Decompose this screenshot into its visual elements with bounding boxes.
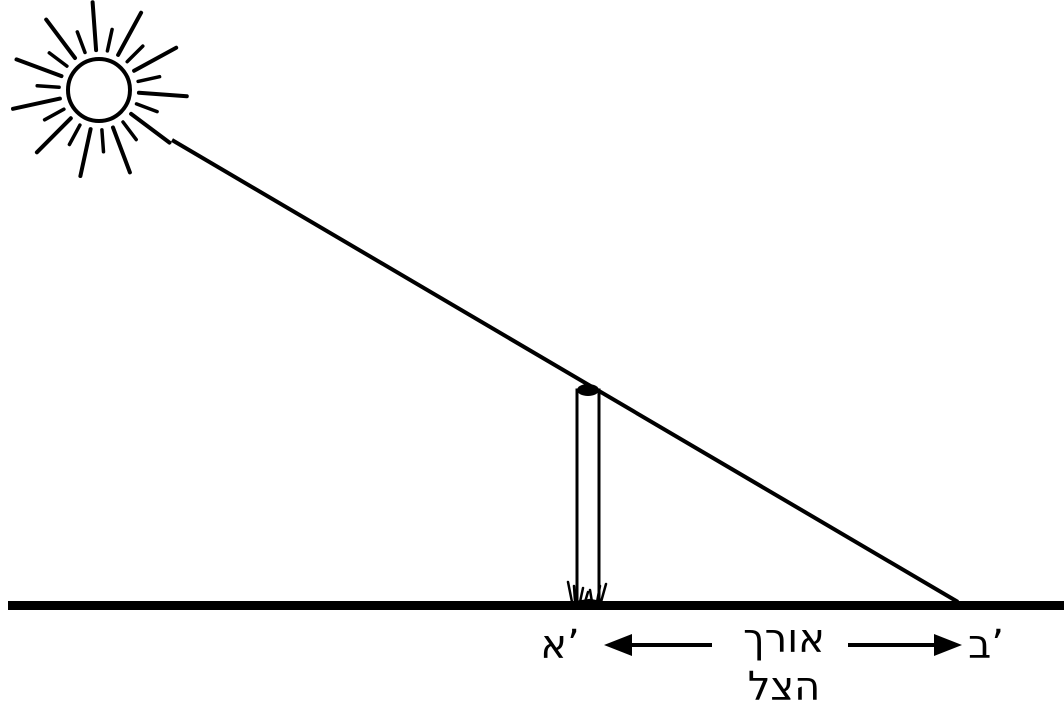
point-a-label: א’	[540, 622, 579, 668]
sun-ray-line	[172, 140, 958, 602]
sun-ray	[134, 48, 176, 71]
sun-ray	[123, 122, 136, 140]
sun-ray	[49, 53, 67, 66]
arrow-right-icon	[848, 634, 962, 656]
sun-ray	[13, 99, 60, 109]
sun-ray	[118, 13, 141, 55]
shadow-length-label-line2: הצל	[748, 664, 821, 706]
sun-ray	[77, 32, 85, 53]
sun-ray	[17, 59, 62, 76]
point-b-label: ב’	[968, 622, 1004, 668]
sun-ray	[138, 77, 160, 82]
sun-ray	[80, 129, 90, 176]
sun-ray	[107, 29, 112, 51]
sun-ray	[102, 130, 104, 152]
sun-ray	[127, 46, 143, 62]
arrow-left-icon	[604, 634, 712, 656]
sun-ray	[93, 2, 97, 50]
sun-ray	[113, 128, 130, 173]
sun-icon	[13, 2, 187, 176]
sun-ray	[37, 118, 71, 152]
ground-line	[8, 601, 1064, 610]
sun-ray	[45, 109, 64, 120]
shadow-length-label-line1: אורך	[743, 616, 825, 662]
sun-ray	[37, 86, 59, 88]
sun-ray	[69, 125, 80, 144]
sun-ray	[139, 93, 187, 96]
pole	[577, 384, 599, 602]
sun-ray	[137, 104, 158, 112]
